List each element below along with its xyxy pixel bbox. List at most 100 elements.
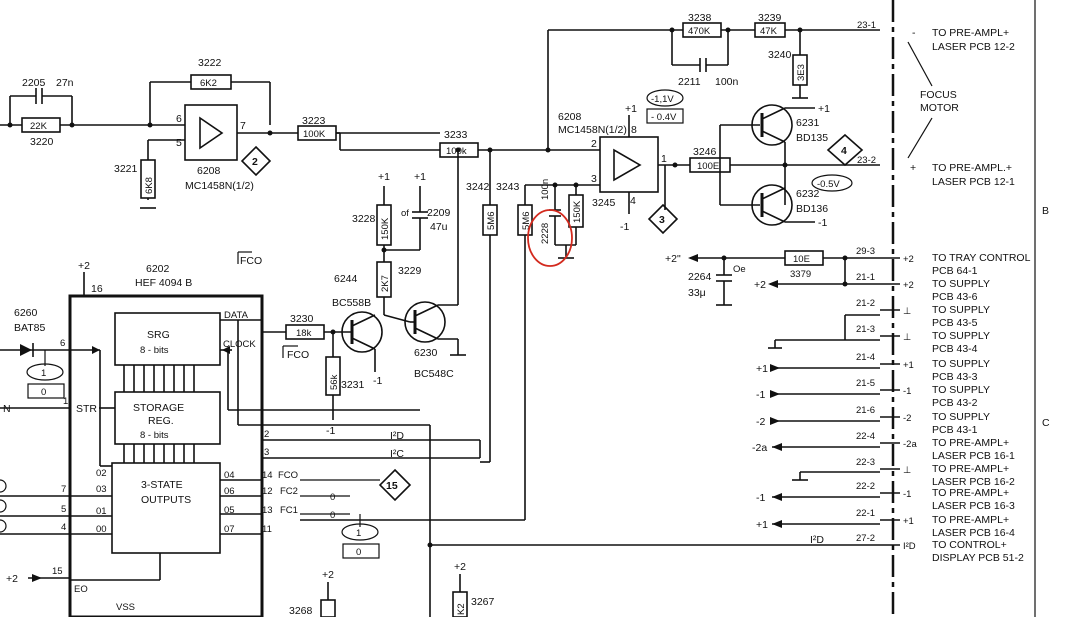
vss-label: VSS — [116, 602, 135, 613]
connector-sign: -1 — [903, 489, 911, 500]
connector-sign: -1 — [903, 386, 911, 397]
pin-23-1: 23-1 — [857, 20, 876, 31]
ic-ref: 6202 — [146, 263, 170, 275]
c2205-label: 2205 — [22, 77, 46, 89]
r3245-value: 150K — [572, 200, 583, 223]
resistor-3239 — [754, 22, 786, 38]
connector-dest: TO SUPPLY — [932, 278, 990, 290]
outputs-label-2: OUTPUTS — [141, 494, 191, 506]
motor-label: MOTOR — [920, 102, 959, 114]
pin-05: 05 — [224, 505, 235, 516]
fco-label-1: FCO — [240, 255, 262, 267]
r3229-value: 2K7 — [380, 275, 391, 292]
tray-network: +2" 10E 3379 2264 33μ Oe +2 — [665, 250, 880, 306]
bottom-plus2b: +2 — [454, 561, 466, 573]
bias-plus1b: +1 — [414, 171, 426, 183]
r3220-label: 3220 — [30, 136, 54, 148]
fc2-zero: 0 — [330, 492, 335, 503]
focus-label: FOCUS — [920, 89, 957, 101]
bias-plus1a: +1 — [378, 171, 390, 183]
opamp1-pin5: 5 — [176, 137, 182, 149]
c2205-value: 27n — [56, 77, 74, 89]
resistor-3379 — [784, 250, 824, 266]
supply-minus2: -2 — [756, 416, 765, 428]
r3223-label: 3223 — [302, 115, 326, 127]
pin-06: 06 — [224, 486, 235, 497]
r3242-value: 5M6 — [486, 212, 497, 230]
focus-dest2a: TO PRE-AMPL.+ — [932, 162, 1012, 174]
opamp1-type: MC1458N(1/2) — [185, 180, 254, 192]
pin-02: 02 — [96, 468, 107, 479]
c2264-label: 2264 — [688, 271, 712, 283]
r3220-value: 22K — [30, 121, 48, 132]
connector-dest: TO PRE-AMPL+ — [932, 514, 1009, 526]
pin-23-2: 23-2 — [857, 155, 876, 166]
r3231-value: 56k — [329, 374, 340, 390]
fc2-out: FC2 — [280, 486, 298, 497]
r3243-value: 5M6 — [521, 212, 532, 230]
pin-03: 03 — [96, 484, 107, 495]
r3240-label: 3240 — [768, 49, 792, 61]
driver-stage: +1 +1 3228 150K 3229 2K7 2209 47u of -1 … — [237, 147, 466, 437]
output-stage: +1 -1 6231 BD135 6232 BD136 -0.5V 4 — [719, 103, 864, 229]
diode-6260: 6260 BAT85 6 1 0 — [0, 307, 70, 399]
connector-dest-pcb: LASER PCB 16-4 — [932, 527, 1015, 539]
ic-n14: 14 — [262, 470, 273, 481]
focus-dest1b: LASER PCB 12-2 — [932, 41, 1015, 53]
r3238-value: 470K — [688, 26, 711, 37]
storage-label: STORAGE — [133, 402, 184, 414]
supply-minus1: -1 — [756, 389, 765, 401]
t6230-label: 6230 — [414, 347, 438, 359]
input-n: N — [3, 403, 11, 415]
summing-network: 3223 100K 3233 100k 3242 5M6 3243 5M6 10… — [270, 30, 616, 520]
clock-label: CLOCK — [223, 339, 256, 350]
reg-label: REG. — [148, 415, 174, 427]
r3242-label: 3242 — [466, 181, 490, 193]
eo-plus2: +2 — [6, 573, 18, 585]
connector-sign: -2a — [903, 439, 917, 450]
marker-3: 3 — [659, 214, 665, 226]
bias-minus1b: -1 — [326, 425, 335, 437]
ic-pin16: 16 — [91, 283, 103, 295]
c2228-label: 2228 — [540, 223, 551, 244]
c2209-label: 2209 — [427, 207, 451, 219]
fco-label-2: FCO — [287, 349, 309, 361]
opamp2-pin3: 3 — [591, 173, 597, 185]
highlight-circle — [527, 209, 573, 267]
supply-minus1b: -1 — [756, 492, 765, 504]
opamp2-pin2: 2 — [591, 138, 597, 150]
connector-dest-pcb: DISPLAY PCB 51-2 — [932, 552, 1024, 564]
fc1-out: FC1 — [280, 505, 298, 516]
i2c-label: I²C — [390, 448, 404, 460]
supply-lines: +1 -1 -2 -2a -1 +1 I²D — [427, 314, 880, 548]
connector-sign: -2 — [903, 413, 911, 424]
resistor-3221 — [140, 159, 156, 199]
connector-dest-pcb: PCB 43-5 — [932, 317, 978, 329]
marker-15: 15 — [386, 480, 398, 492]
ic-type: HEF 4094 B — [135, 277, 192, 289]
connector-dest: TO SUPPLY — [932, 304, 990, 316]
connector-dest-pcb: LASER PCB 16-1 — [932, 450, 1015, 462]
bias-minus1a: -1 — [373, 375, 382, 387]
c2211-label: 2211 — [678, 76, 701, 88]
opamp-6208-b: 2 3 1 8 4 +1 -1 6208 MC1458N(1/2) -1,1V … — [558, 89, 880, 235]
connector-pin: 22-3 — [856, 457, 875, 468]
r3228-value: 150K — [380, 217, 391, 240]
fco-out: FCO — [278, 470, 298, 481]
resistor-3238 — [682, 22, 722, 38]
connector-pin: 21-6 — [856, 405, 875, 416]
grid-c: C — [1042, 417, 1050, 429]
connector-dest: TO PRE-AMPL+ — [932, 487, 1009, 499]
outputs-label-1: 3-STATE — [141, 479, 183, 491]
data-label: DATA — [224, 310, 249, 321]
opamp2-ref: 6208 — [558, 111, 582, 123]
opamp1-pin6: 6 — [176, 113, 182, 125]
connector-pin: 21-1 — [856, 272, 875, 283]
focus-plus: + — [910, 162, 916, 174]
connector-dest: TO SUPPLY — [932, 384, 990, 396]
opamp2-pin8: 8 — [631, 124, 637, 136]
i2d-label: I²D — [390, 430, 404, 442]
connector-pin: 22-4 — [856, 431, 875, 442]
connector-dest-pcb: LASER PCB 16-3 — [932, 500, 1015, 512]
